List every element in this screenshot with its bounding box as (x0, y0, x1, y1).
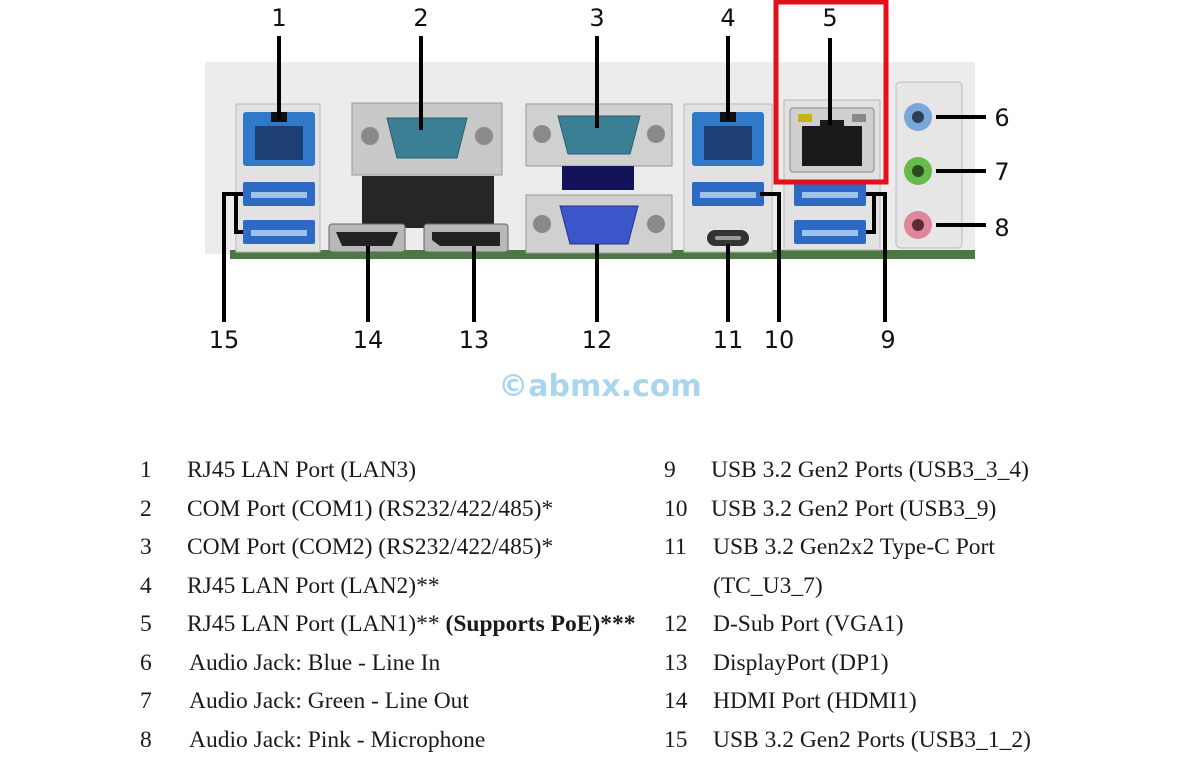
legend-text: D-Sub Port (VGA1) (713, 611, 904, 637)
callout-15: 15 (209, 326, 240, 354)
legend-number: 6 (140, 649, 152, 676)
legend-text: RJ45 LAN Port (LAN2)** (187, 572, 440, 599)
io-panel-diagram: 1 2 3 4 5 6 7 8 15 14 13 12 11 10 9 ©abm… (205, 0, 1010, 404)
poe-emphasis: (Supports PoE)*** (445, 611, 636, 637)
legend-number: 3 (140, 534, 152, 560)
legend-number: 15 (664, 726, 688, 753)
callout-14: 14 (353, 326, 384, 354)
legend-number: 13 (664, 649, 688, 676)
callout-11: 11 (713, 326, 744, 354)
callout-12: 12 (582, 326, 613, 354)
vga-port (525, 194, 673, 254)
legend-number: 10 (664, 495, 688, 522)
legend-text: USB 3.2 Gen2 Ports (USB3_1_2) (713, 726, 1031, 753)
port-group-lan1-usb (783, 99, 881, 251)
dark-window (562, 166, 634, 190)
legend-number: 7 (140, 688, 152, 714)
legend-text: COM Port (COM1) (RS232/422/485)* (187, 495, 554, 522)
callout-10: 10 (764, 326, 795, 354)
audio-jacks (895, 81, 963, 249)
callout-1: 1 (271, 4, 286, 32)
com1-port (351, 102, 503, 228)
legend-text: (TC_U3_7) (713, 572, 823, 599)
legend-text: Audio Jack: Green - Line Out (189, 688, 469, 714)
callout-7: 7 (994, 158, 1009, 186)
legend-right: 9 USB 3.2 Gen2 Ports (USB3_3_4) 10 USB 3… (664, 451, 1084, 761)
callout-numbers: 1 2 3 4 5 6 7 8 15 14 13 12 11 10 9 (209, 4, 1010, 354)
legend-text: RJ45 LAN Port (LAN3) (187, 457, 417, 483)
callout-3: 3 (589, 4, 604, 32)
legend-number: 14 (664, 688, 688, 714)
legend-number: 5 (140, 611, 152, 637)
legend-text: Audio Jack: Pink - Microphone (189, 726, 486, 753)
legend-text: RJ45 LAN Port (LAN1)** (Supports PoE)*** (187, 611, 636, 637)
legend-number: 11 (664, 534, 687, 560)
port-group-lan3-usb (235, 103, 321, 253)
legend-number: 1 (140, 457, 152, 483)
port-group-lan2-usb (683, 103, 773, 253)
legend-number: 4 (140, 572, 152, 599)
legend-text: COM Port (COM2) (RS232/422/485)* (187, 534, 554, 560)
pcb-edge (230, 250, 975, 259)
legend-text: USB 3.2 Gen2x2 Type-C Port (713, 534, 995, 560)
callout-13: 13 (459, 326, 490, 354)
leader-lines (222, 36, 986, 322)
legend-text: USB 3.2 Gen2 Ports (USB3_3_4) (711, 457, 1029, 483)
legend-number: 12 (664, 611, 688, 637)
highlight-box (773, 0, 889, 185)
legend-number: 8 (140, 726, 152, 753)
legend-text: Audio Jack: Blue - Line In (189, 649, 441, 676)
callout-9: 9 (880, 326, 895, 354)
legend-number: 9 (664, 457, 676, 483)
callout-2: 2 (413, 4, 428, 32)
callout-4: 4 (720, 4, 735, 32)
callout-8: 8 (994, 214, 1009, 242)
legend-number: 2 (140, 495, 152, 522)
displayport-port (423, 223, 509, 253)
watermark: ©abmx.com (498, 369, 701, 404)
legend-text: HDMI Port (HDMI1) (713, 688, 917, 714)
legend-left: 1 RJ45 LAN Port (LAN3) 2 COM Port (COM1)… (140, 451, 660, 761)
legend-text: DisplayPort (DP1) (713, 649, 889, 676)
callout-5: 5 (822, 4, 837, 32)
callout-6: 6 (994, 104, 1009, 132)
legend-text: USB 3.2 Gen2 Port (USB3_9) (711, 495, 997, 522)
